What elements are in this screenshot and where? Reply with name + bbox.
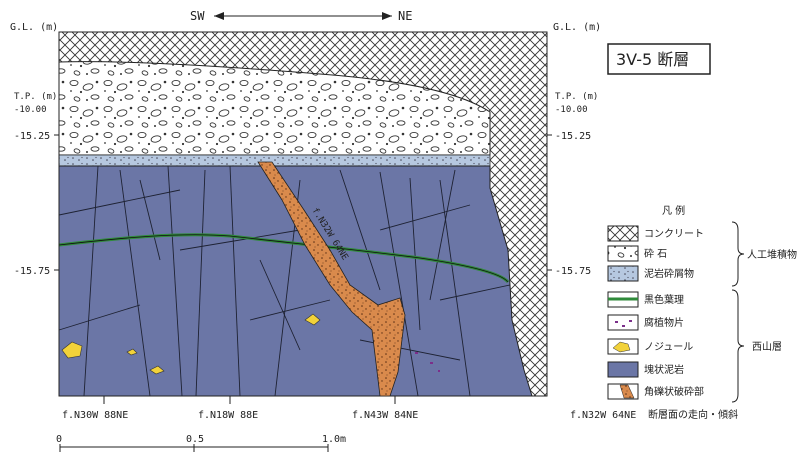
figure-title: 3V-5 断層 (616, 50, 689, 69)
massive-mudstone-layer (58, 165, 533, 397)
fracture-label-1: f.N30W 88NE (62, 410, 128, 421)
scale-tick-half: 0.5 (186, 434, 204, 445)
legend-label-lamina: 黒色葉理 (644, 293, 684, 306)
orientation-sw: SW (190, 9, 205, 23)
legend: 凡 例 コンクリート 砕 石 泥岩砕屑物 黒色葉理 腐植物片 ノジュール 塊状泥… (570, 204, 797, 421)
nodule-1 (61, 341, 83, 359)
legend-swatch-debris (607, 265, 639, 282)
fracture-label-3: f.N43W 84NE (352, 410, 418, 421)
fracture-label-2: f.N18W 88E (198, 410, 258, 421)
section-body: f.N32W 64NE (58, 31, 548, 397)
left-depth-axis: G.L. (m) T.P. (m) -10.00 -15.25 -15.75 (10, 22, 60, 396)
scale-tick-1m: 1.0m (322, 434, 346, 445)
right-axis-tick-lower: -15.75 (555, 266, 591, 277)
legend-title: 凡 例 (662, 204, 685, 217)
right-axis-tp-label: T.P. (m) (555, 92, 598, 102)
legend-label-concrete: コンクリート (644, 228, 704, 240)
right-axis-tick-upper: -15.25 (555, 131, 591, 142)
left-axis-tick-upper: -15.25 (14, 131, 50, 142)
legend-label-debris: 泥岩砕屑物 (644, 267, 694, 280)
left-axis-header: G.L. (m) (10, 22, 58, 33)
right-depth-axis: G.L. (m) T.P. (m) -10.00 -15.25 -15.75 (546, 22, 601, 396)
breccia-zone (257, 161, 406, 397)
orientation-indicator: SW NE (190, 9, 412, 23)
mudstone-debris-layer (58, 154, 491, 167)
legend-group-nishiyama: 西山層 (752, 341, 782, 353)
humus-fragments (415, 352, 440, 372)
left-axis-tp-label: T.P. (m) (14, 92, 57, 102)
legend-swatch-humus (607, 314, 639, 331)
legend-bracket-nishiyama (731, 289, 745, 403)
legend-fault-symbol: f.N32W 64NE (570, 410, 636, 421)
nodule-4 (126, 348, 138, 356)
legend-swatch-gravel (607, 245, 639, 262)
scale-tick-0: 0 (56, 434, 62, 445)
left-axis-tick-lower: -15.75 (14, 266, 50, 277)
legend-label-gravel: 砕 石 (644, 248, 667, 260)
fracture-labels: f.N30W 88NE f.N18W 88E f.N43W 84NE (62, 396, 418, 421)
legend-swatch-concrete (607, 225, 639, 242)
orientation-ne: NE (398, 9, 412, 23)
legend-fault-desc: 断層面の走向・傾斜 (648, 408, 738, 421)
nodule-3 (149, 365, 165, 375)
legend-swatch-mudstone (607, 361, 639, 378)
right-axis-tp-value: -10.00 (555, 105, 588, 115)
right-axis-header: G.L. (m) (553, 22, 601, 33)
legend-label-nodule: ノジュール (644, 342, 693, 353)
nodule-2 (304, 313, 321, 326)
legend-label-breccia: 角礫状破砕部 (644, 385, 704, 398)
fracture-lines (58, 165, 511, 397)
figure-title-box: 3V-5 断層 (607, 43, 711, 75)
legend-group-artificial: 人工堆積物 (747, 248, 797, 261)
left-axis-tp-value: -10.00 (14, 105, 47, 115)
legend-label-mudstone: 塊状泥岩 (644, 363, 684, 376)
scale-bar: 0 0.5 1.0m (56, 434, 346, 452)
legend-label-humus: 腐植物片 (644, 316, 684, 329)
legend-bracket-artificial (731, 221, 745, 287)
